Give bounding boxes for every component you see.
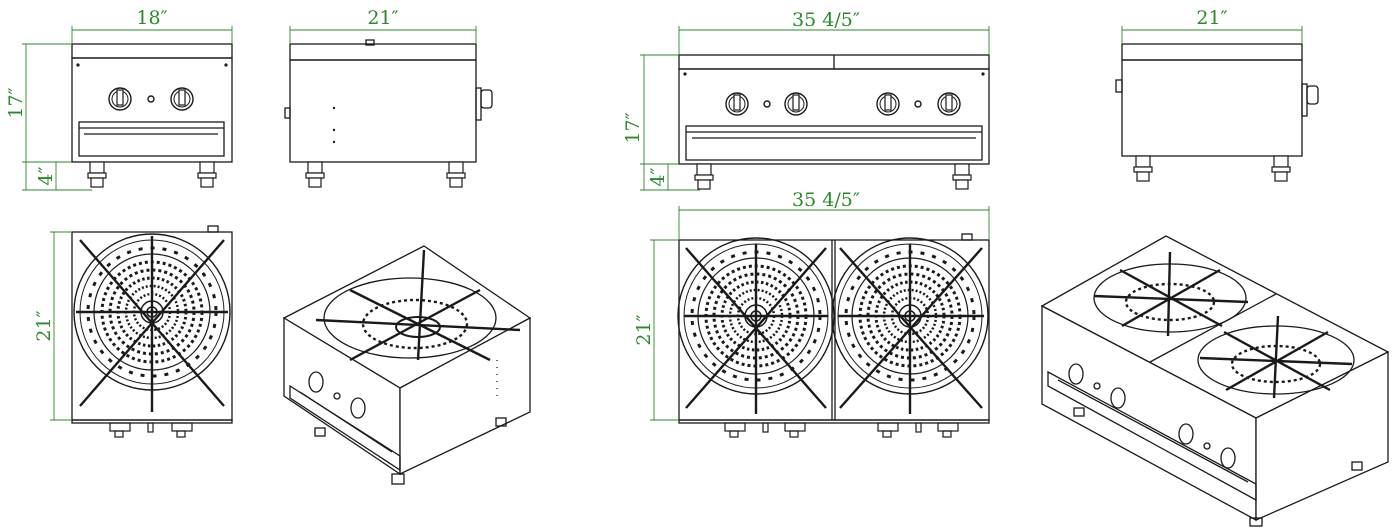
- double-top-width-label: 35 4/5″: [792, 189, 860, 211]
- burner-knob-icon: [784, 92, 808, 116]
- single-side-depth-label: 21″: [367, 7, 398, 29]
- single-top-view: [71, 225, 233, 438]
- burner-knob-icon: [108, 87, 132, 111]
- double-front-view: [678, 54, 990, 190]
- single-side-dimensions: 21″: [289, 7, 477, 44]
- single-front-dimensions: 18″ 17″ 4″: [5, 7, 233, 191]
- single-height-label: 17″: [5, 87, 27, 118]
- double-side-view: [1115, 43, 1319, 182]
- double-side-dimensions: 21″: [1121, 7, 1303, 44]
- burner-knob-icon: [725, 92, 749, 116]
- burner-knob-icon: [937, 92, 961, 116]
- double-top-view: [676, 233, 990, 438]
- single-top-dimensions: 21″: [33, 231, 72, 421]
- double-iso-view: [1040, 235, 1390, 527]
- double-height-label: 17″: [622, 112, 644, 143]
- double-width-label: 35 4/5″: [792, 9, 860, 31]
- igniter-icon: [147, 95, 155, 103]
- single-leg-label: 4″: [35, 166, 57, 185]
- double-top-dimensions: 35 4/5″ 21″: [633, 189, 990, 421]
- double-top-depth-label: 21″: [633, 314, 655, 345]
- double-side-depth-label: 21″: [1196, 7, 1227, 29]
- single-width-label: 18″: [136, 7, 167, 29]
- single-top-depth-label: 21″: [33, 310, 55, 341]
- double-front-dimensions: 35 4/5″ 17″ 4″: [622, 9, 990, 191]
- single-side-view: [284, 39, 493, 188]
- single-iso-view: [282, 245, 532, 485]
- double-leg-label: 4″: [647, 167, 669, 186]
- burner-knob-icon: [876, 92, 900, 116]
- single-front-view: [71, 43, 233, 188]
- burner-knob-icon: [170, 87, 194, 111]
